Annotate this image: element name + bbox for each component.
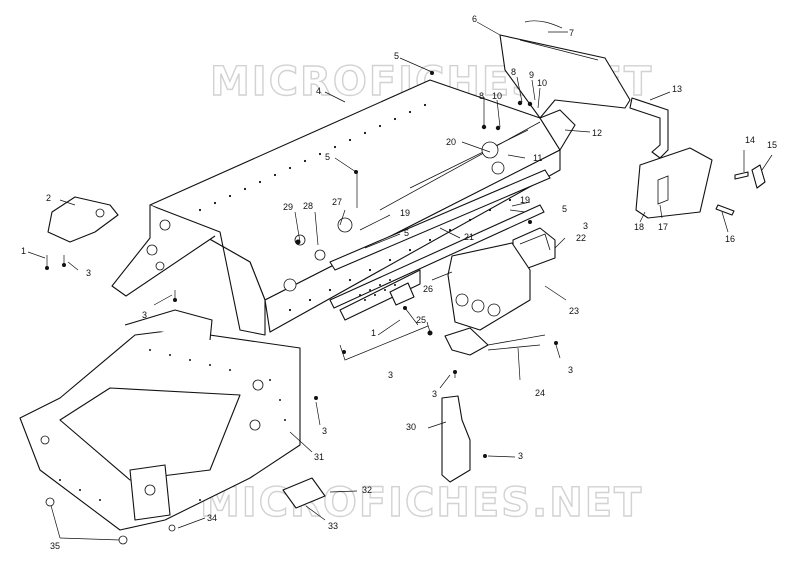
lower-bracket-part bbox=[444, 327, 546, 356]
callout-22: 22 bbox=[576, 233, 586, 243]
callout-26: 26 bbox=[423, 284, 433, 294]
side-bracket-part bbox=[441, 395, 471, 483]
callout-2: 2 bbox=[46, 193, 51, 203]
callout-29: 29 bbox=[283, 202, 293, 212]
callout-3-center: 3 bbox=[388, 370, 393, 380]
callout-23: 23 bbox=[569, 306, 579, 316]
plate-part bbox=[282, 477, 326, 509]
callout-4: 4 bbox=[316, 86, 321, 96]
callout-21: 21 bbox=[464, 232, 474, 242]
callout-32: 32 bbox=[362, 485, 372, 495]
callout-16: 16 bbox=[725, 234, 735, 244]
callout-24: 24 bbox=[535, 388, 545, 398]
fasteners bbox=[45, 71, 558, 545]
rear-extension-part bbox=[499, 34, 631, 151]
callout-31: 31 bbox=[314, 452, 324, 462]
callout-30: 30 bbox=[406, 422, 416, 432]
callout-3-mid: 3 bbox=[142, 310, 147, 320]
callout-25: 25 bbox=[416, 315, 426, 325]
callout-34: 34 bbox=[207, 513, 217, 523]
callout-18: 18 bbox=[634, 222, 644, 232]
callout-27: 27 bbox=[332, 197, 342, 207]
callout-13: 13 bbox=[672, 84, 682, 94]
callout-5-right: 5 bbox=[562, 204, 567, 214]
bar-part bbox=[629, 97, 669, 159]
callout-15: 15 bbox=[767, 140, 777, 150]
shock-mount-part bbox=[389, 282, 415, 306]
callout-3-c2: 3 bbox=[432, 389, 437, 399]
mount-bracket-part bbox=[447, 242, 531, 331]
bracket-part bbox=[635, 147, 713, 219]
callout-3-right: 3 bbox=[583, 221, 588, 231]
callout-10-top: 10 bbox=[537, 78, 547, 88]
callout-labels: 6 7 5 8 9 10 4 13 8 10 12 20 14 15 5 11 … bbox=[21, 14, 777, 551]
callout-33: 33 bbox=[328, 521, 338, 531]
callout-17: 17 bbox=[658, 222, 668, 232]
rail-part bbox=[329, 169, 551, 321]
watermark-bottom: MICROFICHES.NET bbox=[200, 480, 643, 526]
callout-8: 8 bbox=[479, 91, 484, 101]
callout-5-top: 5 bbox=[394, 51, 399, 61]
callout-1-left: 1 bbox=[21, 246, 26, 256]
callout-10: 10 bbox=[492, 91, 502, 101]
callout-5-low: 5 bbox=[404, 228, 409, 238]
callout-3-left: 3 bbox=[86, 268, 91, 278]
callout-19: 19 bbox=[400, 208, 410, 218]
cap-part bbox=[751, 164, 766, 189]
bulkhead-part bbox=[19, 309, 301, 531]
callout-12: 12 bbox=[592, 128, 602, 138]
callout-8-top: 8 bbox=[511, 67, 516, 77]
pin-part bbox=[734, 171, 749, 180]
callout-19-right: 19 bbox=[520, 195, 530, 205]
callout-3-bulk: 3 bbox=[322, 426, 327, 436]
callout-6: 6 bbox=[472, 14, 477, 24]
callout-14: 14 bbox=[745, 135, 755, 145]
callout-3-low: 3 bbox=[518, 451, 523, 461]
cable-part bbox=[524, 20, 563, 29]
callout-5-mid: 5 bbox=[325, 152, 330, 162]
callout-35: 35 bbox=[50, 541, 60, 551]
callout-1: 1 bbox=[371, 328, 376, 338]
callout-3-r2: 3 bbox=[568, 365, 573, 375]
callout-20: 20 bbox=[446, 137, 456, 147]
callout-9: 9 bbox=[529, 70, 534, 80]
callout-11: 11 bbox=[533, 153, 542, 163]
clip-part bbox=[715, 204, 735, 216]
bracket-left-part bbox=[47, 196, 119, 243]
callout-28: 28 bbox=[303, 201, 313, 211]
callout-7: 7 bbox=[569, 28, 574, 38]
